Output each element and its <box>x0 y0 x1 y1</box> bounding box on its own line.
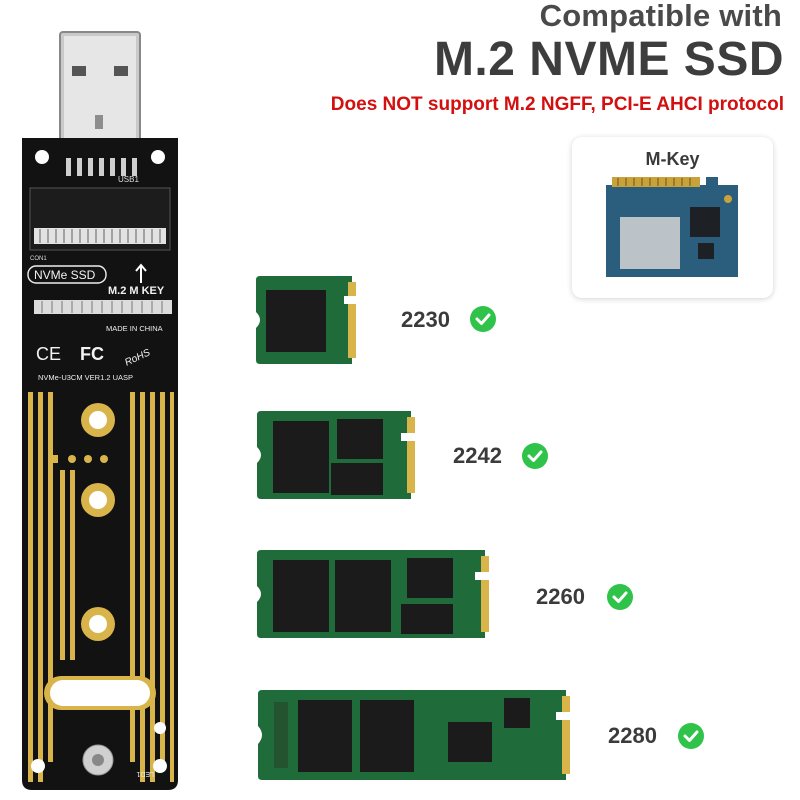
ce-mark: CE <box>36 344 61 364</box>
led-label: LED1 <box>136 770 154 777</box>
model-badge: NVMe SSD <box>34 268 96 282</box>
gold-traces <box>28 392 174 782</box>
version-label: NVMe-U3CM VER1.2 UASP <box>38 373 133 382</box>
heading-product: M.2 NVME SSD <box>433 33 784 86</box>
mkey-card: M-Key <box>572 137 773 298</box>
size-label-2242: 2242 <box>453 443 502 468</box>
check-icon <box>678 723 704 749</box>
check-icon <box>522 443 548 469</box>
fc-mark: FC <box>80 344 104 364</box>
key-label: M.2 M KEY <box>108 285 165 297</box>
nvme-adapter-board: USB1 CON1 NVMe SSD M.2 M KEY MADE IN CHI… <box>22 31 178 790</box>
made-in-label: MADE IN CHINA <box>106 324 163 333</box>
mkey-ssd-icon <box>606 177 738 277</box>
size-label-2280: 2280 <box>608 723 657 748</box>
check-icon <box>470 306 496 332</box>
ssd-2230-icon <box>256 276 356 364</box>
check-icon <box>607 584 633 610</box>
warning-text: Does NOT support M.2 NGFF, PCI-E AHCI pr… <box>330 94 784 115</box>
ssd-2260-icon <box>257 550 489 638</box>
size-label-2260: 2260 <box>536 584 585 609</box>
usb-connector-icon <box>59 31 141 161</box>
ssd-2280-icon <box>258 690 570 780</box>
size-label-2230: 2230 <box>401 307 450 332</box>
conn-label: CON1 <box>30 256 47 262</box>
mkey-label: M-Key <box>645 149 700 169</box>
heading-compatible: Compatible with <box>539 0 782 33</box>
ssd-2242-icon <box>257 411 415 499</box>
arrow-up-icon <box>135 263 147 283</box>
usb-label: USB1 <box>118 175 139 184</box>
